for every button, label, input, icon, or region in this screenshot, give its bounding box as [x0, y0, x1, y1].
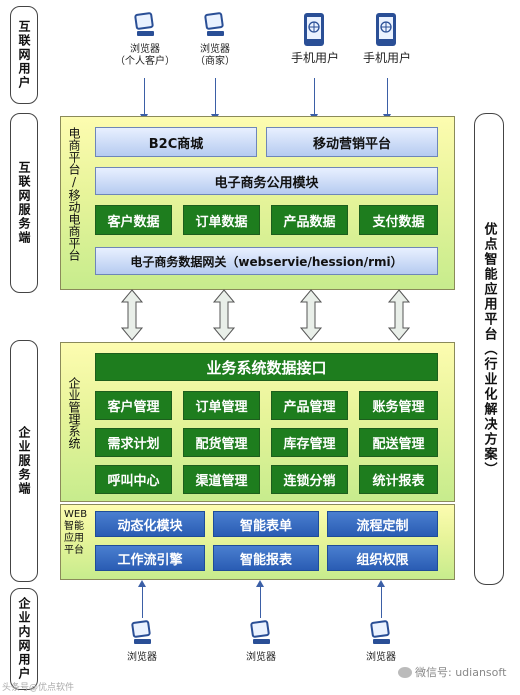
top-user-line1: 浏览器 [200, 44, 230, 55]
arrow-up-3 [381, 586, 382, 618]
internet-users-label: 互联网用户 [10, 6, 38, 104]
workflow-engine-box: 工作流引擎 [95, 545, 205, 571]
arrow-head [138, 580, 146, 587]
intranet-users-label: 企业内网用户 [10, 588, 38, 690]
computer-icon [370, 620, 390, 644]
process-custom-box: 流程定制 [327, 511, 438, 537]
dynamic-module-box: 动态化模块 [95, 511, 205, 537]
business-data-interface-box: 业务系统数据接口 [95, 353, 438, 381]
platform-text: 优点智能应用平台（行业化解决方案） [481, 221, 497, 477]
top-user-mobile-1: 手机用户 [280, 12, 350, 64]
computer-icon [131, 620, 151, 644]
mobile-phone-icon [376, 13, 396, 46]
product-mgmt-box: 产品管理 [271, 391, 348, 420]
arrow-head [377, 580, 385, 587]
enterprise-service-text: 企业服务端 [17, 426, 31, 496]
order-mgmt-box: 订单管理 [183, 391, 260, 420]
web-panel-label: WEB智能应用平台 [64, 509, 88, 556]
bottom-user-label: 浏览器 [246, 652, 276, 663]
wechat-icon [398, 666, 412, 678]
smart-form-box: 智能表单 [213, 511, 319, 537]
bottom-user-1: 浏览器 [112, 620, 172, 664]
bottom-user-label: 浏览器 [366, 652, 396, 663]
enterprise-panel: 企业管理系统 业务系统数据接口 客户管理 订单管理 产品管理 账务管理 需求计划… [60, 342, 455, 502]
arrow-down-4 [387, 78, 388, 118]
computer-icon [134, 12, 154, 36]
top-user-line2: （个人客户） [115, 56, 175, 67]
internet-users-text: 互联网用户 [17, 20, 31, 90]
top-user-mobile-2: 手机用户 [352, 12, 422, 64]
watermark-right-text: 微信号: udiansoft [415, 666, 507, 679]
payment-data-box: 支付数据 [359, 205, 438, 235]
bottom-user-3: 浏览器 [351, 620, 411, 664]
top-user-line1: 手机用户 [290, 51, 339, 65]
intranet-users-text: 企业内网用户 [17, 597, 31, 681]
channel-mgmt-box: 渠道管理 [183, 465, 260, 494]
public-module-box: 电子商务公用模块 [95, 167, 438, 195]
org-permission-box: 组织权限 [327, 545, 438, 571]
b2c-mall-box: B2C商城 [95, 127, 257, 157]
customer-data-box: 客户数据 [95, 205, 172, 235]
mobile-marketing-box: 移动营销平台 [266, 127, 438, 157]
ecommerce-panel: 电商平台/移动电商平台 B2C商城 移动营销平台 电子商务公用模块 客户数据 订… [60, 116, 455, 290]
top-user-line1: 手机用户 [362, 51, 411, 65]
data-gateway-box: 电子商务数据网关（webservie/hession/rmi） [95, 247, 438, 275]
arrow-head [256, 580, 264, 587]
arrow-down-2 [215, 78, 216, 118]
arrow-up-1 [142, 586, 143, 618]
watermark-left: 头条号@优点软件 [2, 680, 74, 693]
account-mgmt-box: 账务管理 [359, 391, 438, 420]
product-data-box: 产品数据 [271, 205, 348, 235]
internet-service-label: 互联网服务端 [10, 113, 38, 293]
computer-icon [204, 12, 224, 36]
watermark-right: 微信号: udiansoft [398, 664, 506, 680]
statistics-report-box: 统计报表 [359, 465, 438, 494]
top-user-personal: 浏览器 （个人客户） [110, 12, 180, 68]
arrow-down-1 [144, 78, 145, 118]
double-arrows [120, 289, 411, 341]
order-data-box: 订单数据 [183, 205, 260, 235]
arrow-down-3 [314, 78, 315, 118]
smart-report-box: 智能报表 [213, 545, 319, 571]
delivery-mgmt-box: 配送管理 [359, 428, 438, 457]
bottom-user-label: 浏览器 [127, 652, 157, 663]
arrow-up-2 [260, 586, 261, 618]
inventory-mgmt-box: 库存管理 [271, 428, 348, 457]
enterprise-panel-label: 企业管理系统 [67, 377, 81, 449]
ecommerce-panel-label: 电商平台/移动电商平台 [67, 127, 81, 261]
demand-plan-box: 需求计划 [95, 428, 172, 457]
customer-mgmt-box: 客户管理 [95, 391, 172, 420]
computer-icon [250, 620, 270, 644]
watermark-left-text: 头条号@优点软件 [2, 683, 75, 693]
distribution-mgmt-box: 配货管理 [183, 428, 260, 457]
enterprise-service-label: 企业服务端 [10, 340, 38, 582]
platform-label: 优点智能应用平台（行业化解决方案） [474, 113, 504, 585]
top-user-line1: 浏览器 [130, 44, 160, 55]
internet-service-text: 互联网服务端 [17, 161, 31, 245]
double-arrow-icon [120, 289, 411, 341]
mobile-phone-icon [304, 13, 324, 46]
bottom-user-2: 浏览器 [231, 620, 291, 664]
web-platform-panel: WEB智能应用平台 动态化模块 智能表单 流程定制 工作流引擎 智能报表 组织权… [60, 504, 455, 580]
top-user-merchant: 浏览器 （商家） [180, 12, 250, 68]
top-user-line2: （商家） [195, 56, 235, 67]
chain-distribution-box: 连锁分销 [271, 465, 348, 494]
call-center-box: 呼叫中心 [95, 465, 172, 494]
